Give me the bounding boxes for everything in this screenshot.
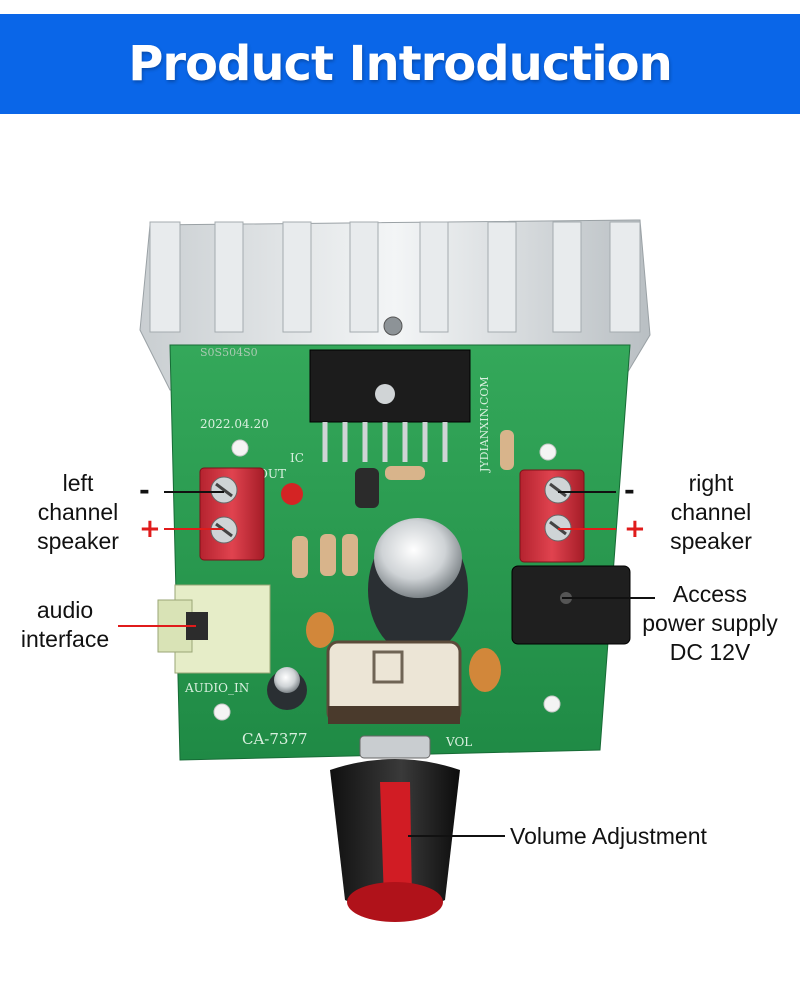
title-banner: Product Introduction: [0, 14, 800, 114]
small-capacitor: [355, 468, 379, 508]
left-speaker-line-3: speaker: [37, 528, 119, 554]
power-supply-label: Access power supply DC 12V: [630, 580, 790, 667]
silk-model: CA-7377: [242, 730, 308, 748]
right-speaker-label: right channel speaker: [655, 469, 767, 556]
silk-date: 2022.04.20: [200, 417, 269, 431]
silk-out: OUT: [258, 467, 286, 481]
led: [281, 483, 303, 505]
right-speaker-line-2: channel: [670, 499, 752, 525]
silk-ic: IC: [290, 451, 304, 465]
right-plus-sign: +: [624, 514, 646, 544]
potentiometer: [267, 640, 462, 724]
audio-jack: [157, 584, 271, 674]
right-speaker-line-3: speaker: [670, 528, 752, 554]
volume-adjustment-label: Volume Adjustment: [510, 823, 707, 849]
left-speaker-line-2: channel: [37, 499, 119, 525]
volume-knob: [330, 735, 460, 922]
left-speaker-label: left channel speaker: [22, 469, 134, 556]
pointer-lines: [118, 491, 655, 837]
silk-code: S0S504S0: [200, 346, 258, 359]
right-speaker-line-1: right: [688, 470, 734, 496]
audio-line-1: audio: [36, 597, 94, 623]
amplifier-chip: [309, 349, 471, 462]
audio-interface-label: audio interface: [10, 596, 120, 654]
left-plus-sign: +: [139, 514, 161, 544]
power-jack: [511, 565, 631, 645]
power-line-2: power supply: [642, 610, 778, 636]
left-minus-sign: -: [139, 476, 150, 506]
main-capacitor: [368, 518, 468, 656]
banner-title: Product Introduction: [128, 36, 673, 92]
ceramic-capacitors: [306, 612, 501, 692]
right-minus-sign: -: [624, 476, 635, 506]
silk-site: JYDIANXIN.COM: [478, 376, 491, 473]
power-line-3: DC 12V: [669, 639, 751, 665]
audio-line-2: interface: [20, 626, 110, 652]
resistors: [292, 430, 514, 578]
right-speaker-terminal: [519, 469, 585, 563]
left-speaker-terminal: [199, 467, 265, 561]
silk-audio-in: AUDIO_IN: [184, 681, 249, 695]
power-line-1: Access: [672, 581, 748, 607]
left-speaker-line-1: left: [62, 470, 94, 496]
silk-vol: VOL: [445, 735, 472, 749]
